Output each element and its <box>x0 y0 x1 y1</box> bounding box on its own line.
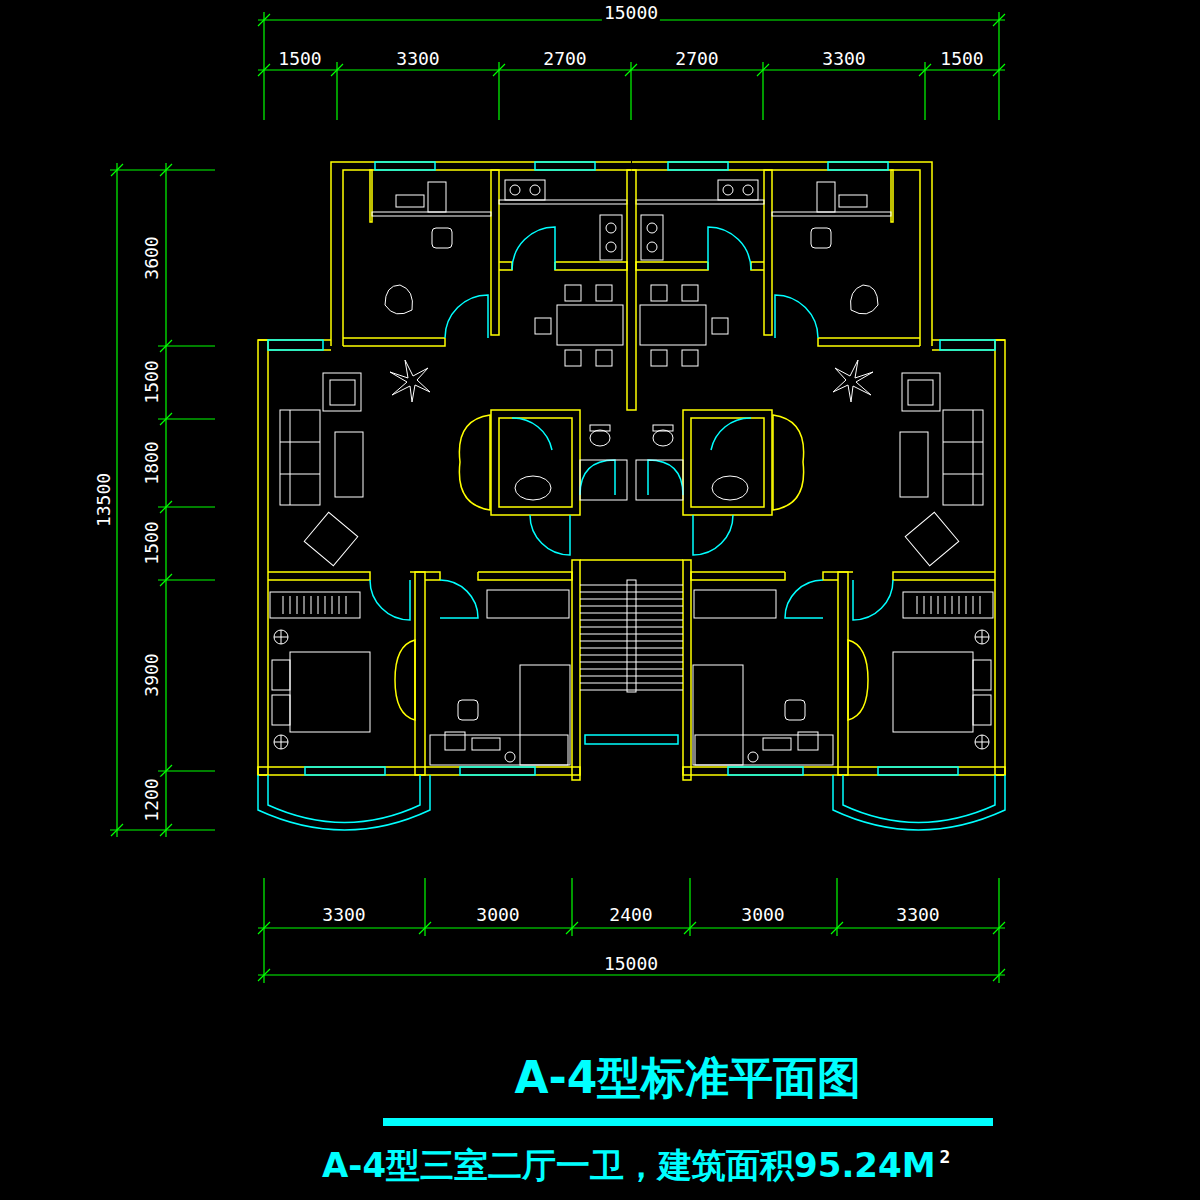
dimension-text: 2400 <box>607 905 654 925</box>
dimension-text: 3300 <box>394 49 441 69</box>
dimension-text: 3600 <box>142 234 162 281</box>
drawing-caption: A-4型三室二厅一卫，建筑面积95.24M <box>322 1145 935 1185</box>
dimension-text: 15000 <box>602 954 660 974</box>
dimension-text: 1500 <box>276 49 323 69</box>
dimension-text: 1200 <box>142 776 162 823</box>
dimension-text: 15000 <box>602 3 660 23</box>
dimension-text: 3300 <box>820 49 867 69</box>
dimension-text: 3900 <box>142 651 162 698</box>
dimension-text: 2700 <box>541 49 588 69</box>
drawing-title: A-4型标准平面图 <box>515 1053 862 1103</box>
area-superscript: 2 <box>939 1147 950 1167</box>
dimension-text: 2700 <box>673 49 720 69</box>
dimension-text: 1500 <box>142 519 162 566</box>
dimension-text: 3300 <box>894 905 941 925</box>
dimension-text: 3000 <box>739 905 786 925</box>
dimension-text: 1500 <box>938 49 985 69</box>
dimension-text: 3000 <box>474 905 521 925</box>
dimension-text: 13500 <box>94 471 114 529</box>
dimension-text: 1800 <box>142 439 162 486</box>
dimension-text: 1500 <box>142 358 162 405</box>
dimension-text: 3300 <box>320 905 367 925</box>
